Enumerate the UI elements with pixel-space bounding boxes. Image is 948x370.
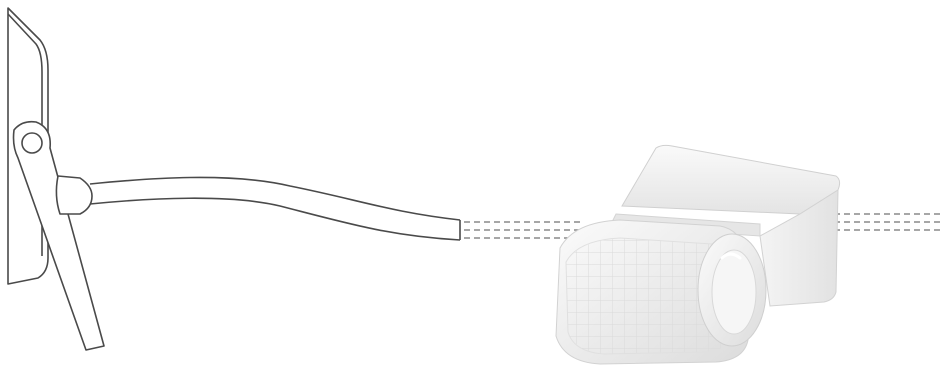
floodlight-hinge (22, 133, 42, 153)
connection-dashes-left (464, 222, 584, 238)
sensor-mount-top (622, 145, 840, 214)
sensor-swivel-inner (712, 250, 756, 334)
cable-lower-edge (90, 198, 460, 240)
connection-dashes-right (834, 214, 944, 230)
cable-icon (90, 177, 460, 240)
cable-upper-edge (90, 177, 460, 220)
motion-sensor-icon (556, 145, 840, 364)
floodlight-gland (56, 176, 92, 214)
floodlight-icon (8, 8, 104, 350)
